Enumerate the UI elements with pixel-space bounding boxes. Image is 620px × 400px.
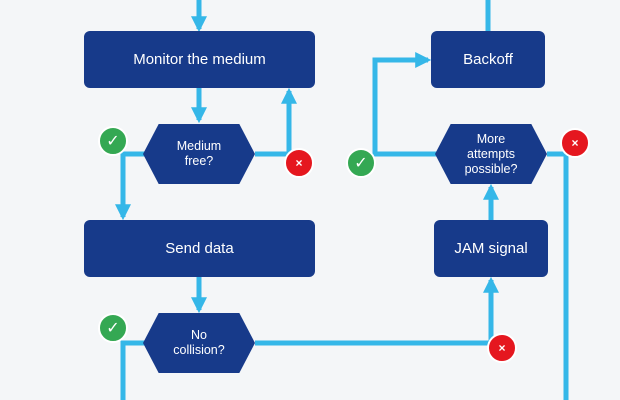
medium-free-label: Medium free? [176,139,222,168]
backoff-label: Backoff [463,51,513,68]
arrow-collision-to-jam [255,276,500,346]
jam-signal-label: JAM signal [454,240,528,257]
check-icon: ✓ [98,313,128,343]
no-collision-label: No collision? [173,328,225,357]
send-data-label: Send data [165,240,234,257]
check-icon: ✓ [346,148,376,178]
send-data-box[interactable]: Send data [84,220,315,277]
jam-signal-box[interactable]: JAM signal [434,220,548,277]
arrow-attempts-to-backoff [372,51,437,157]
monitor-medium-box[interactable]: Monitor the medium [84,31,315,88]
backoff-box[interactable]: Backoff [431,31,545,88]
cross-icon: × [487,333,517,363]
arrow-free-to-send [114,151,145,221]
no-collision-decision[interactable]: No collision? [143,313,255,373]
cross-icon: × [284,148,314,178]
more-attempts-decision[interactable]: More attempts possible? [435,124,547,184]
medium-free-decision[interactable]: Medium free? [143,124,255,184]
monitor-medium-label: Monitor the medium [133,51,266,68]
more-attempts-label: More attempts possible? [464,131,518,176]
arrow-busy-loop [255,87,298,157]
check-icon: ✓ [98,126,128,156]
arrow-abort-down [547,151,569,400]
cross-icon: × [560,128,590,158]
arrow-success-down [120,340,145,400]
